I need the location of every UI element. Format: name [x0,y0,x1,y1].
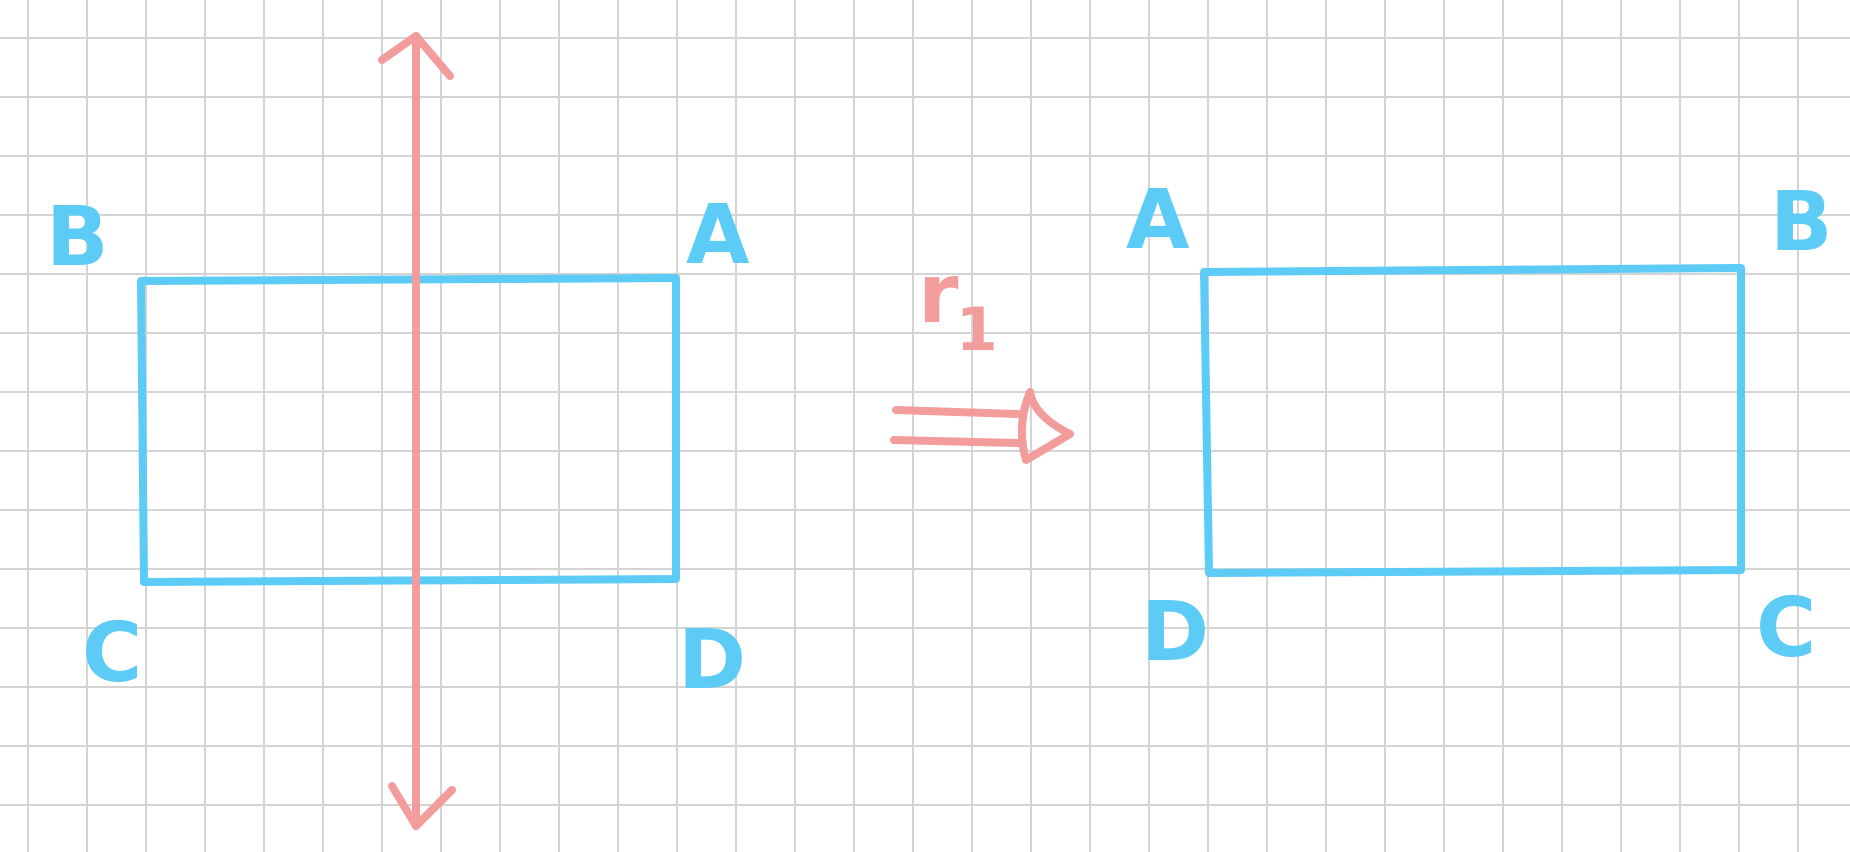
right-label-bottom-right: C [1756,581,1816,676]
right-figure: A B D C [1126,173,1833,680]
left-label-bottom-right: D [678,613,746,708]
left-figure: B A C D [46,188,750,708]
right-rectangle [1200,264,1745,577]
mirror-axis-arrowhead-bottom [388,782,456,830]
double-arrow-right-icon [890,388,1074,464]
left-label-top-right: A [686,188,750,283]
left-label-bottom-left: C [82,606,142,701]
right-label-top-left: A [1126,173,1190,268]
left-rectangle [137,274,680,586]
right-label-top-right: B [1770,175,1833,270]
transform-subscript: 1 [956,295,998,365]
transform-mapping: r 1 [890,247,1074,464]
transform-label: r [918,247,959,342]
mirror-axis-arrowhead-top [378,32,454,80]
left-label-top-left: B [46,190,109,285]
double-arrow-vertical-icon [378,32,456,830]
right-label-bottom-left: D [1141,585,1209,680]
